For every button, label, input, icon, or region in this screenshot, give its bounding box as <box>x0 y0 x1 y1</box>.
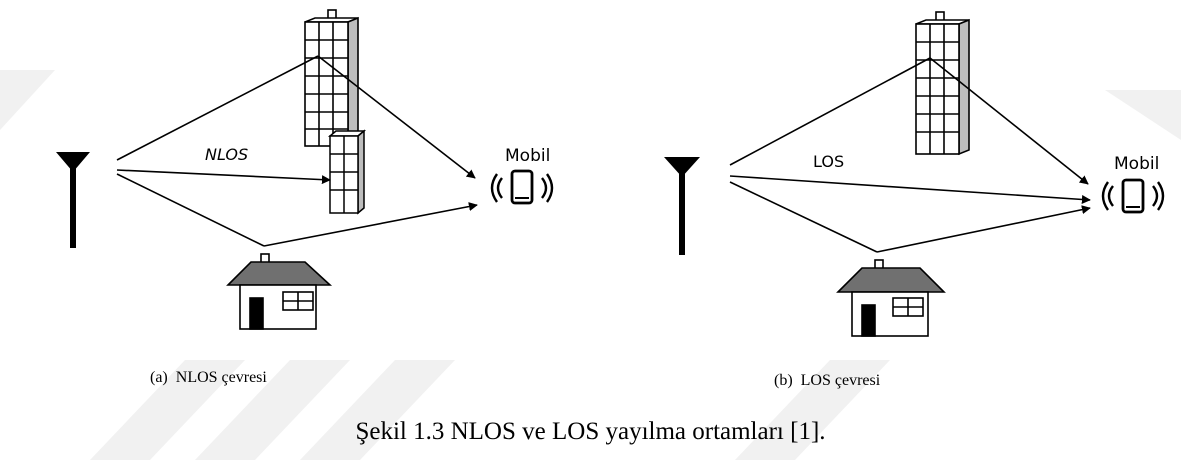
antenna-icon <box>664 157 700 255</box>
propagation-paths <box>116 55 478 247</box>
antenna-icon <box>56 152 90 248</box>
path-label-los: LOS <box>813 152 844 171</box>
tall-building-icon <box>304 9 359 148</box>
house-icon <box>836 259 946 337</box>
receiver-label: Mobil <box>505 146 550 166</box>
panel-los: LOS Mobil (b) LOS çevresi <box>664 11 1165 389</box>
figure-caption: Şekil 1.3 NLOS ve LOS yayılma ortamları … <box>355 418 826 445</box>
watermark <box>0 70 1181 460</box>
small-building-icon <box>327 129 367 215</box>
panel-nlos: NLOS Mobil (a) NLOS çevresi <box>56 9 554 386</box>
path-label-nlos: NLOS <box>205 145 248 164</box>
subcaption-a: (a) NLOS çevresi <box>150 369 267 386</box>
subcaption-b: (b) LOS çevresi <box>774 372 881 389</box>
house-icon <box>226 253 333 330</box>
mobile-phone-icon <box>490 169 554 205</box>
mobile-phone-icon <box>1101 178 1165 214</box>
propagation-paths <box>729 57 1091 253</box>
tall-building-icon <box>915 11 970 156</box>
receiver-label: Mobil <box>1114 154 1159 174</box>
